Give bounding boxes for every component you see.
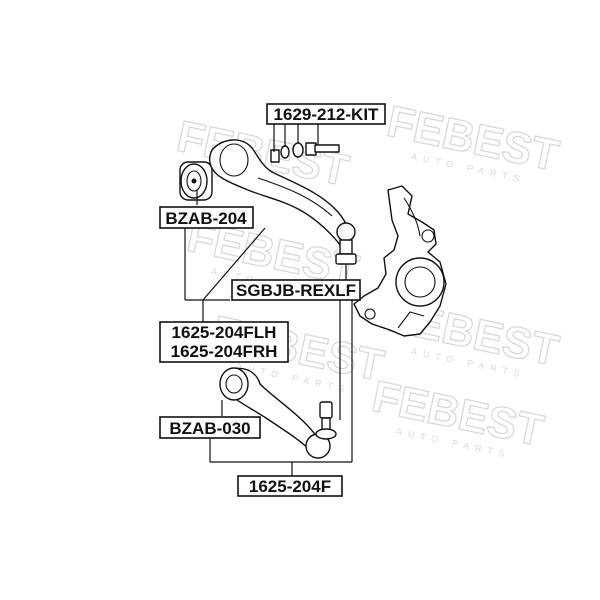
ball-joint-stud: [339, 239, 353, 255]
bushing-center: [191, 178, 197, 184]
leader-lines: [184, 124, 353, 476]
knuckle-drawing: [353, 185, 447, 337]
upper-bushing-drawing: [179, 161, 213, 201]
label-arm-pair: 1625-204FLH 1625-204FRH: [159, 321, 289, 363]
label-bush-lower: BZAB-030: [159, 416, 261, 439]
label-arm-right-text: 1625-204FRH: [171, 342, 278, 361]
lower-bushing: [219, 367, 249, 401]
lower-ball-boot: [315, 428, 337, 440]
upper-arm-eye: [219, 143, 249, 177]
knuckle-rib: [403, 197, 421, 237]
lower-arm-drawing: [219, 367, 337, 459]
label-bush-upper: BZAB-204: [159, 206, 254, 229]
label-kit: 1629-212-KIT: [266, 103, 386, 125]
upper-arm-rib: [257, 177, 333, 217]
bushing-inner: [186, 170, 202, 192]
kit-bolt-shank: [314, 144, 340, 153]
kit-nut: [270, 149, 280, 163]
bolt-kit-drawing: [270, 142, 340, 163]
label-ball-joint-text: SGBJB-REXLF: [236, 281, 356, 300]
kit-washer: [280, 145, 290, 159]
label-arm-lower-text: 1625-204F: [249, 477, 331, 496]
ball-joint-nut: [335, 253, 357, 265]
ball-joint-ball: [336, 222, 356, 242]
label-arm-left-text: 1625-204FLH: [172, 323, 277, 342]
lower-ball-stud-nut: [319, 401, 333, 419]
label-arm-lower: 1625-204F: [237, 475, 343, 497]
knuckle-rib: [397, 311, 425, 329]
label-kit-text: 1629-212-KIT: [274, 105, 380, 124]
knuckle-boss: [364, 308, 376, 320]
label-ball-joint: SGBJB-REXLF: [231, 279, 361, 301]
label-bush-upper-text: BZAB-204: [165, 209, 247, 228]
knuckle-hub-inner: [404, 266, 436, 298]
knuckle-boss: [421, 229, 435, 243]
knuckle-hub: [395, 257, 445, 307]
lower-bushing-inner: [225, 374, 243, 394]
kit-washer: [292, 142, 304, 158]
label-bush-lower-text: BZAB-030: [169, 419, 250, 438]
